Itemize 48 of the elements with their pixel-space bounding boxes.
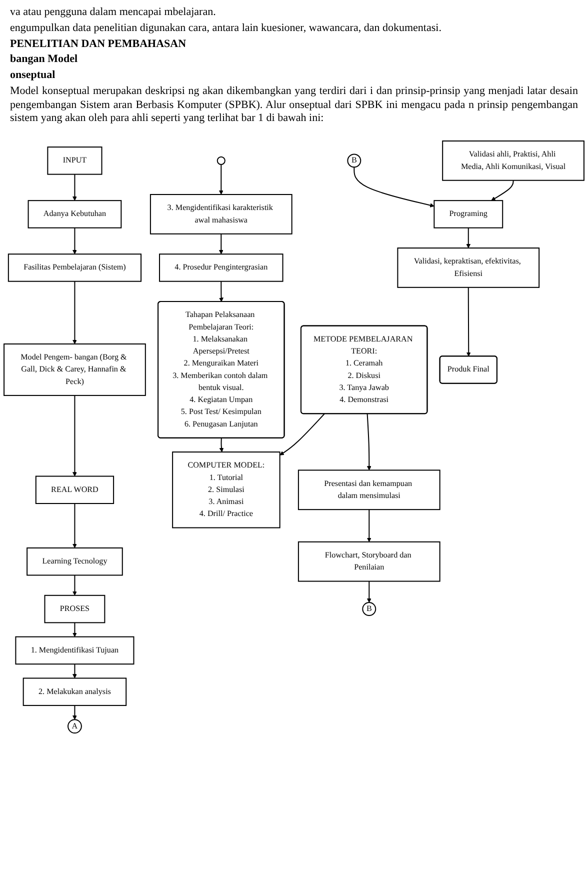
arrow [466, 228, 471, 248]
node-box: REAL WORD [35, 476, 114, 504]
arrow [491, 180, 514, 201]
node-box: COMPUTER MODEL: 1. Tutorial 2. Simulasi 3. Animasi 4. Drill/ Practice [172, 452, 280, 528]
arrow [72, 705, 77, 720]
node-box: Model Pengem- bangan (Borg & Gall, Dick & Carey, Hannafin & Peck) [4, 343, 146, 396]
arrow [366, 510, 372, 542]
node-circle: B [362, 602, 376, 616]
node-box: Presentasi dan kemampuan dalam mensimulasi [298, 470, 440, 510]
node-circle: A [68, 719, 82, 734]
arrow [72, 395, 77, 476]
node-box: Learning Tecnology [26, 547, 123, 576]
arrow [218, 164, 224, 195]
section-heading: onseptual [10, 69, 56, 83]
arrow [366, 581, 372, 603]
arrow [72, 174, 77, 201]
paragraph-text: engumpulkan data penelitian digunakan cara, antara lain kuesioner, wawancara, dan dokumentasi. [10, 22, 442, 36]
node-box: Validasi ahli, Praktisi, Ahli Media, Ahli Komunikasi, Visual [442, 140, 584, 181]
node-box: 1. Mengidentifikasi Tujuan [15, 636, 134, 665]
arrow [72, 228, 77, 254]
node-circle [216, 156, 226, 165]
section-heading: PENELITIAN DAN PEMBAHASAN [10, 38, 188, 52]
arrow [72, 575, 77, 596]
arrow [219, 281, 224, 302]
node-box: Adanya Kebutuhan [28, 200, 122, 228]
arrow [72, 281, 77, 344]
paragraph-text: Model konseptual merupakan deskripsi ng akan dikembangkan yang terdiri dari i dan prinsip-prinsip yang menjadi latar desain pengembangan Sistem aran Berbasis Komputer (SPBK). Alur onseptual dari SPBK ini mengacu pada n prinsip pengembangan sistem yang akan oleh para ahli seperti yang terlihat bar 1 di bawah ini: [10, 84, 578, 126]
arrow [72, 504, 77, 548]
arrow [366, 414, 372, 470]
arrow [219, 438, 224, 452]
node-circle: B [347, 154, 362, 168]
node-box: Validasi, kepraktisan, efektivitas, Efisiensi [397, 248, 540, 288]
arrow [72, 664, 77, 678]
node-box: PROSES [44, 594, 106, 624]
arrow [354, 167, 434, 208]
node-box: 4. Prosedur Pengintergrasian [159, 254, 284, 282]
arrow [280, 414, 325, 456]
paragraph-text: va atau pengguna dalam mencapai mbelajaran. [10, 6, 217, 20]
node-box: 3. Mengidentifikasi karakteristik awal mahasiswa [150, 194, 292, 234]
arrow [218, 234, 224, 254]
node-box: Flowchart, Storyboard dan Penilaian [298, 541, 440, 582]
node-box: Fasilitas Pembelajaran (Sistem) [8, 254, 142, 282]
section-heading: bangan Model [10, 53, 79, 67]
arrow [72, 622, 77, 637]
node-box: INPUT [47, 146, 102, 175]
node-box: 2. Melakukan analysis [22, 678, 127, 706]
arrow [466, 287, 471, 357]
node-box: Programing [434, 200, 504, 228]
